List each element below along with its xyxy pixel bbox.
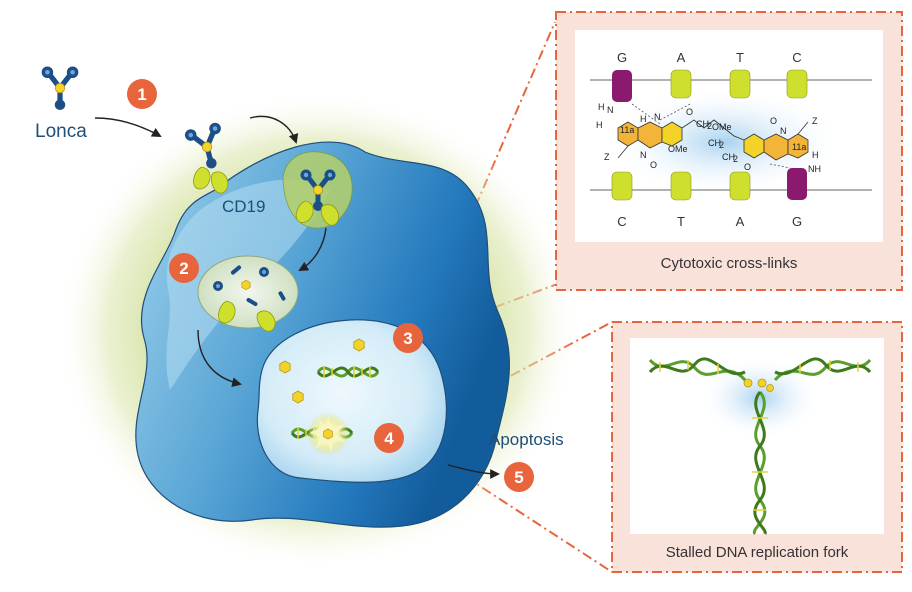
dna-damage-burst <box>306 412 350 456</box>
top-bases: G A T C <box>612 50 808 102</box>
linker-chain <box>681 119 745 141</box>
connector-step3-top <box>419 21 556 336</box>
step-badge-4: 4 <box>374 423 404 453</box>
base-block <box>786 69 808 99</box>
step-badge-5: 5 <box>504 462 534 492</box>
arrow-apoptosis <box>447 464 500 479</box>
chem-atom: Z <box>604 152 610 162</box>
base-letter: C <box>617 214 626 229</box>
chem-atom: N <box>654 112 661 122</box>
chem-position: 11a <box>620 125 634 135</box>
base-block <box>670 69 692 99</box>
chem-atom: H <box>812 150 819 160</box>
process-arrows <box>94 115 500 479</box>
fork-junction <box>743 378 774 392</box>
pbd-unit-left <box>617 121 683 159</box>
base-letter: T <box>677 214 685 229</box>
chem-subscript: 2 <box>719 140 724 150</box>
base-letter: C <box>792 50 801 65</box>
hydrogen-bonds <box>631 103 791 169</box>
step-badge-3: 3 <box>393 323 423 353</box>
step-number: 5 <box>514 468 523 487</box>
arrow-to-endosome <box>298 227 327 271</box>
base-block <box>611 171 633 201</box>
guanine-top <box>612 70 632 102</box>
base-block <box>729 171 751 201</box>
chem-atom: N <box>780 126 787 136</box>
base-block <box>729 69 751 99</box>
chem-atom: O <box>770 116 777 126</box>
chem-subscript: 2 <box>707 121 712 131</box>
base-letter: A <box>736 214 745 229</box>
chem-group: OMe <box>668 144 688 154</box>
step-number: 4 <box>384 429 394 448</box>
chemistry-annotations: H N H N H 11a Z N O O CH 2 CH 2 CH 2 OMe… <box>596 102 821 174</box>
chem-atom: N <box>607 105 614 115</box>
crosslinks-caption: Cytotoxic cross-links <box>661 255 798 272</box>
chem-atom: H <box>640 114 647 124</box>
pbd-unit-right <box>743 121 809 161</box>
chem-atom: H <box>598 102 605 112</box>
step-number: 3 <box>403 329 412 348</box>
fork-caption: Stalled DNA replication fork <box>666 544 849 561</box>
crosslinks-panel: G A T C C T A G <box>555 11 903 291</box>
step-number: 2 <box>179 259 188 278</box>
endosome <box>197 255 299 335</box>
fork-panel: Stalled DNA replication fork <box>611 321 903 573</box>
guanine-bottom <box>787 168 807 200</box>
receptor-label: CD19 <box>222 197 265 216</box>
apoptosis-label: Apoptosis <box>489 430 564 449</box>
chem-atom: O <box>650 160 657 170</box>
fork-arm-left <box>648 357 747 382</box>
arrow-approach <box>94 117 162 137</box>
chem-atom: Z <box>812 116 818 126</box>
chem-subscript: 2 <box>733 154 738 164</box>
base-letter: A <box>677 50 686 65</box>
arrow-internalize <box>249 115 299 144</box>
chem-atom: O <box>686 107 693 117</box>
dna-helix-top <box>316 366 380 378</box>
step-badge-2: 2 <box>169 253 199 283</box>
chem-atom: NH <box>808 164 821 174</box>
arrow-to-nucleus <box>197 329 242 388</box>
base-letter: G <box>792 214 802 229</box>
base-letter: T <box>736 50 744 65</box>
fork-stem <box>752 391 768 535</box>
chem-group: CH <box>696 119 709 129</box>
chem-group: OMe <box>712 122 732 132</box>
fork-arm-right <box>773 357 872 382</box>
drug-label: Lonca <box>35 121 87 142</box>
step-number: 1 <box>137 85 146 104</box>
chem-group: CH <box>708 138 721 148</box>
bottom-bases: C T A G <box>611 168 807 229</box>
chem-atom: H <box>596 120 603 130</box>
chem-group: CH <box>722 152 735 162</box>
chem-atom: O <box>744 162 751 172</box>
antibody-free <box>42 66 79 110</box>
chem-position: 11a <box>792 142 806 152</box>
base-letter: G <box>617 50 627 65</box>
step-badge-1: 1 <box>127 79 157 109</box>
chem-atom: N <box>640 150 647 160</box>
base-block <box>670 171 692 201</box>
